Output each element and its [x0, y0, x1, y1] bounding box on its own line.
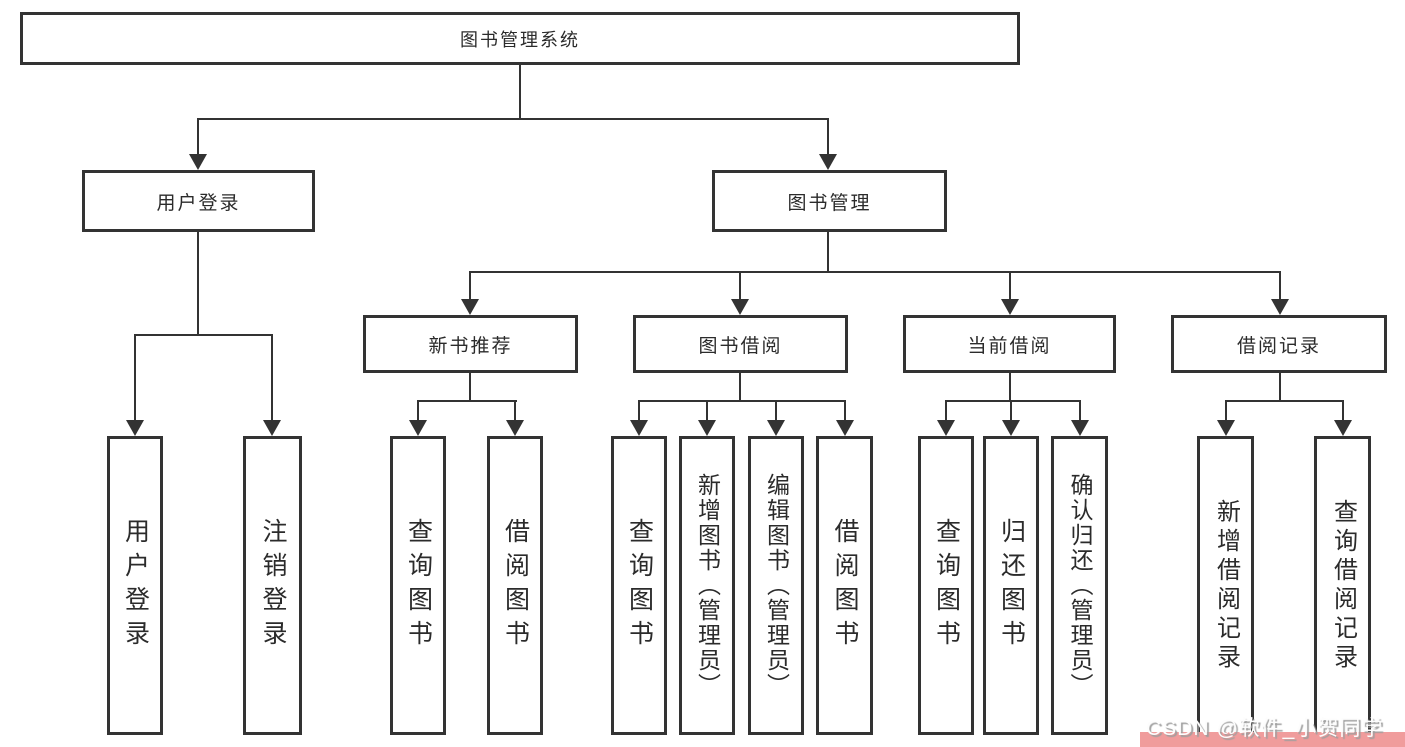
connector-level2-rail: [469, 271, 1281, 273]
leaf-label: 查询图书: [625, 517, 654, 654]
connector-drop: [775, 400, 777, 422]
leaf-label: 确认归还（管理员）: [1067, 473, 1093, 698]
node-library-management-system: 图书管理系统: [20, 12, 1020, 65]
leaf-cb-return-books: 归还图书: [983, 436, 1039, 735]
connector-drop: [1010, 400, 1012, 422]
leaf-label: 编辑图书（管理员）: [763, 473, 790, 698]
connector-drop: [1079, 400, 1081, 422]
connector-br-rail: [1225, 400, 1344, 402]
connector-drop: [417, 400, 419, 422]
node-user-login: 用户登录: [82, 170, 315, 232]
arrow-down-icon: [1002, 420, 1020, 436]
arrow-down-icon: [698, 420, 716, 436]
leaf-logout: 注销登录: [243, 436, 302, 735]
connector-drop-new-book-recommend: [469, 271, 471, 301]
connector-drop: [514, 400, 516, 422]
connector-cb-trunk: [1009, 373, 1011, 402]
connector-drop: [1342, 400, 1344, 422]
leaf-label: 借阅图书: [831, 517, 859, 654]
leaf-label: 查询借阅记录: [1329, 498, 1357, 673]
node-new-book-recommend: 新书推荐: [363, 315, 578, 373]
connector-drop-user-login: [197, 118, 199, 156]
connector-drop-book-management: [827, 118, 829, 156]
leaf-label: 查询图书: [404, 517, 433, 654]
connector-drop: [945, 400, 947, 422]
arrow-down-icon: [1271, 299, 1289, 315]
leaf-bb-add-books: 新增图书（管理员）: [679, 436, 735, 735]
connector-drop-borrow-records: [1279, 271, 1281, 301]
arrow-down-icon: [1334, 420, 1352, 436]
arrow-down-icon: [263, 420, 281, 436]
connector-drop: [1225, 400, 1227, 422]
connector-user-login-trunk: [197, 232, 199, 336]
connector-root-trunk: [519, 65, 521, 120]
connector-br-trunk: [1279, 373, 1281, 402]
connector-drop-current-borrow: [1009, 271, 1011, 301]
arrow-down-icon: [409, 420, 427, 436]
leaf-bb-query-books: 查询图书: [611, 436, 667, 735]
leaf-cb-query-books: 查询图书: [918, 436, 974, 735]
arrow-down-icon: [731, 299, 749, 315]
leaf-nb-query-books: 查询图书: [390, 436, 446, 735]
arrow-down-icon: [189, 154, 207, 170]
watermark-text: CSDN @软件_小贺同学: [1146, 717, 1384, 740]
leaf-br-query-record: 查询借阅记录: [1314, 436, 1371, 735]
leaf-bb-borrow-books: 借阅图书: [816, 436, 873, 735]
leaf-bb-edit-books: 编辑图书（管理员）: [748, 436, 804, 735]
connector-drop-leaf-user-login: [134, 334, 136, 422]
connector-user-login-rail: [134, 334, 273, 336]
arrow-down-icon: [506, 420, 524, 436]
connector-drop-book-borrow: [739, 271, 741, 301]
arrow-down-icon: [1001, 299, 1019, 315]
arrow-down-icon: [767, 420, 785, 436]
arrow-down-icon: [461, 299, 479, 315]
arrow-down-icon: [819, 154, 837, 170]
node-book-borrow: 图书借阅: [633, 315, 848, 373]
node-borrow-records: 借阅记录: [1171, 315, 1387, 373]
arrow-down-icon: [836, 420, 854, 436]
leaf-label: 归还图书: [997, 517, 1026, 654]
leaf-label: 查询图书: [932, 517, 961, 654]
arrow-down-icon: [937, 420, 955, 436]
arrow-down-icon: [1071, 420, 1089, 436]
connector-nb-rail: [417, 400, 517, 402]
connector-level1-rail: [197, 118, 829, 120]
watermark-strip: [1140, 732, 1405, 747]
connector-drop: [638, 400, 640, 422]
leaf-br-add-record: 新增借阅记录: [1197, 436, 1254, 735]
node-book-management: 图书管理: [712, 170, 947, 232]
leaf-label: 用户登录: [121, 517, 150, 654]
connector-drop-leaf-logout: [271, 334, 273, 422]
arrow-down-icon: [1217, 420, 1235, 436]
connector-bb-trunk: [739, 373, 741, 402]
leaf-label: 注销登录: [259, 517, 287, 654]
leaf-label: 借阅图书: [501, 517, 530, 654]
node-current-borrow: 当前借阅: [903, 315, 1116, 373]
leaf-label: 新增图书（管理员）: [694, 473, 721, 698]
connector-cb-rail: [945, 400, 1081, 402]
connector-bb-rail: [638, 400, 846, 402]
connector-nb-trunk: [469, 373, 471, 402]
leaf-user-login: 用户登录: [107, 436, 163, 735]
arrow-down-icon: [630, 420, 648, 436]
leaf-label: 新增借阅记录: [1212, 498, 1240, 673]
connector-drop: [706, 400, 708, 422]
connector-book-management-trunk: [827, 232, 829, 273]
leaf-nb-borrow-books: 借阅图书: [487, 436, 543, 735]
leaf-cb-confirm-return: 确认归还（管理员）: [1051, 436, 1108, 735]
arrow-down-icon: [126, 420, 144, 436]
connector-drop: [844, 400, 846, 422]
